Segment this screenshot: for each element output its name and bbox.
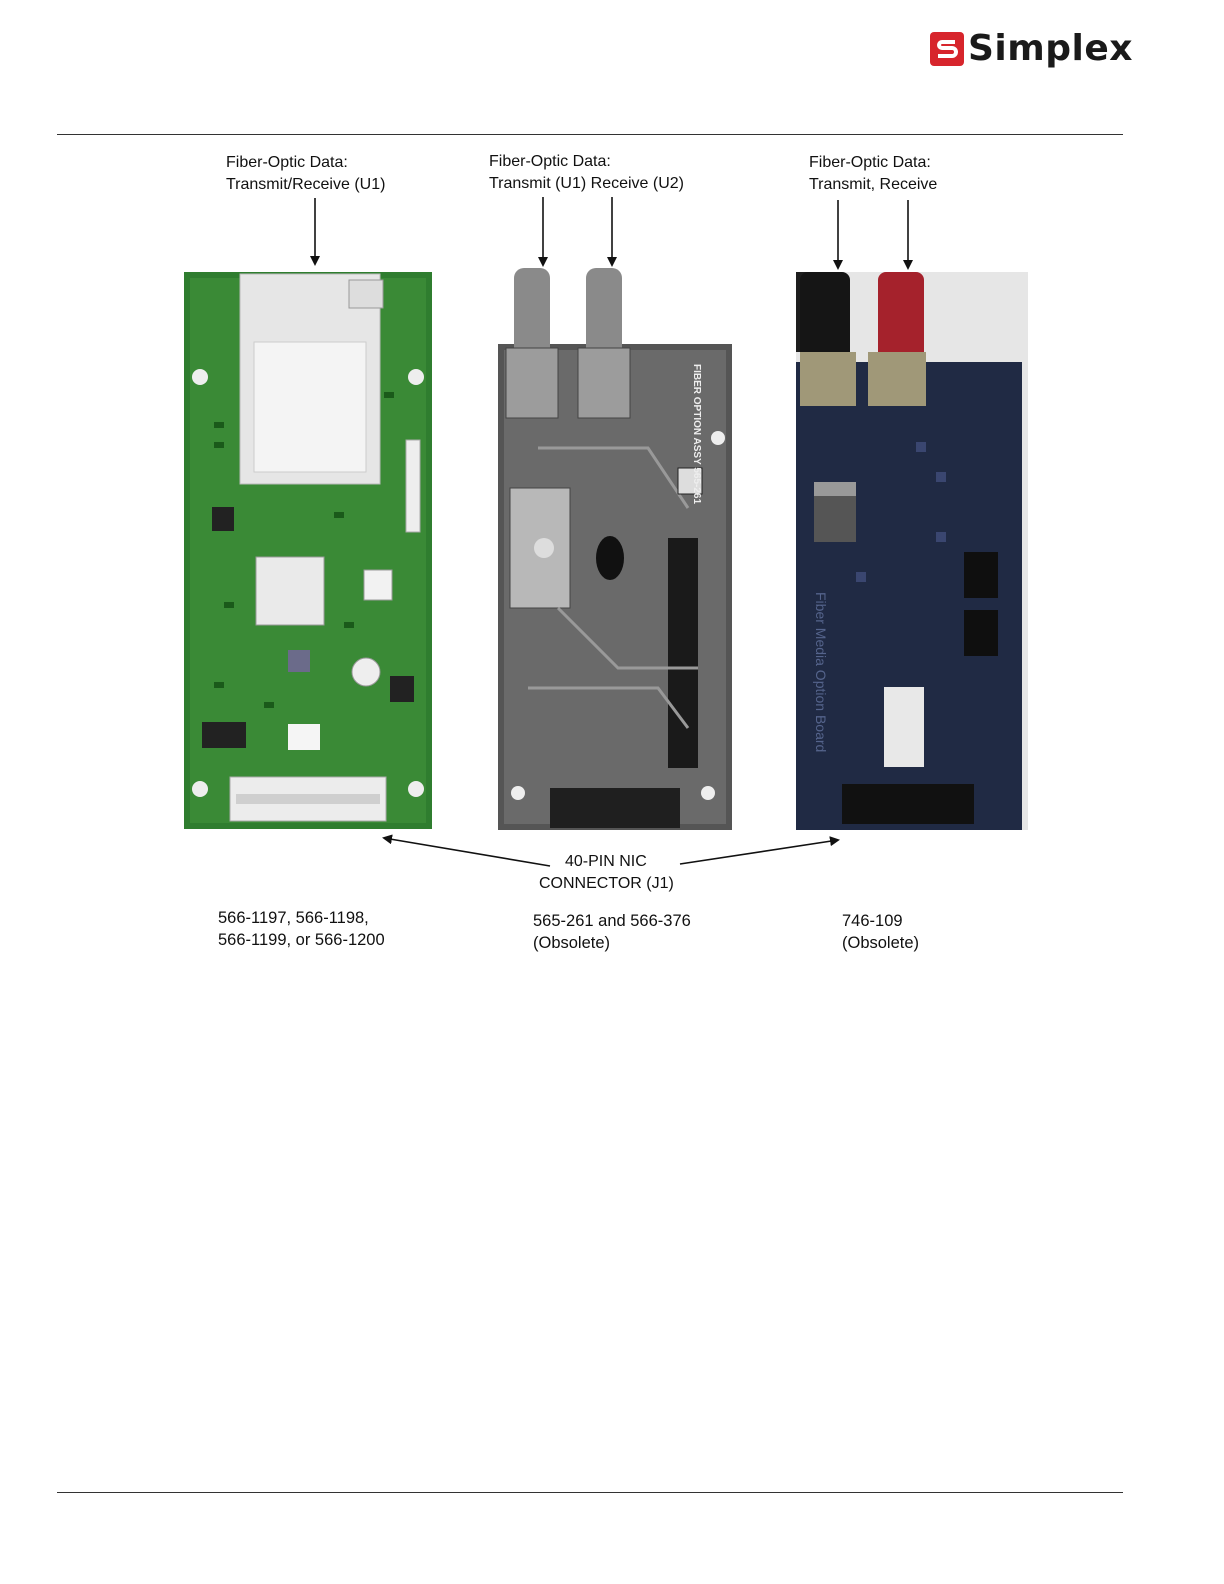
arrow-connector-right [680, 840, 838, 864]
caption-left-line1: 566-1197, 566-1198, [218, 907, 385, 929]
caption-left-line2: 566-1199, or 566-1200 [218, 929, 385, 951]
caption-middle-line2: (Obsolete) [533, 932, 691, 954]
arrow-connector-left [384, 838, 550, 866]
connector-callout-line2: CONNECTOR (J1) [539, 873, 674, 895]
caption-middle: 565-261 and 566-376 (Obsolete) [533, 910, 691, 954]
caption-left: 566-1197, 566-1198, 566-1199, or 566-120… [218, 907, 385, 951]
caption-right-line1: 746-109 [842, 910, 919, 932]
connector-callout-line1: 40-PIN NIC [539, 851, 674, 873]
connector-callout: 40-PIN NIC CONNECTOR (J1) [539, 851, 674, 895]
caption-right-line2: (Obsolete) [842, 932, 919, 954]
caption-middle-line1: 565-261 and 566-376 [533, 910, 691, 932]
caption-right: 746-109 (Obsolete) [842, 910, 919, 954]
